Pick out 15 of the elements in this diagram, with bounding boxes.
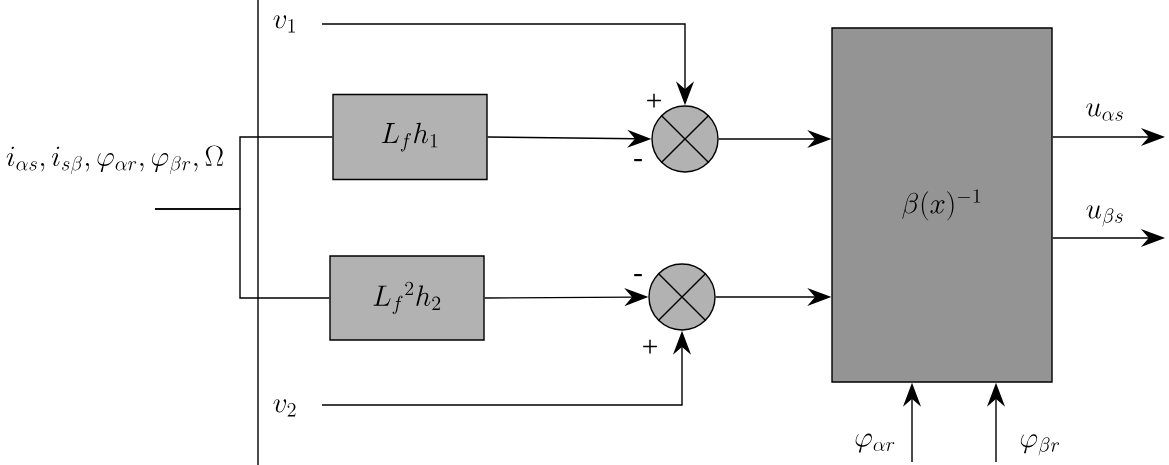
block-box: $\beta(x)^{-1}$ [831,27,1053,383]
multiplier-circle [648,263,716,331]
signal-label: $u_{\beta s}$ [1084,204,1126,228]
block-box: $L_f{}^2 h_2$ [329,255,485,341]
sign-label: + [647,93,661,108]
sign-label: - [634,159,642,162]
signal-label: $\varphi_{\alpha r}$ [852,432,898,454]
signal-label: $i_{\alpha s}, i_{s\beta}, \varphi_{\alpha r}, \varphi_{\beta r}, \Omega$ [4,144,226,176]
signal-label: $v_2$ [271,398,299,418]
sign-label: - [634,274,642,277]
sign-label: + [643,339,657,354]
block-box: $L_f h_1$ [332,93,488,181]
signal-label: $\varphi_{\beta r}$ [1018,433,1062,457]
signal-label: $u_{\alpha s}$ [1084,102,1126,122]
signal-label: $v_1$ [271,14,299,34]
